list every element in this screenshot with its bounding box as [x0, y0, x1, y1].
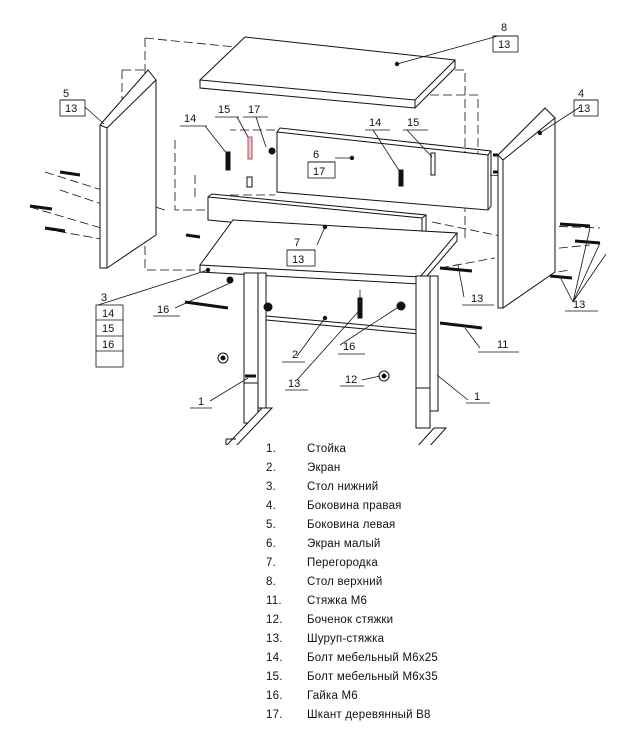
legend-name: Стол верхний [307, 576, 383, 588]
legend-number: 17. [266, 709, 283, 721]
bolt-15-right-icon [430, 152, 436, 176]
tie-rod-11-icon [439, 321, 483, 330]
callout-6: 6 [313, 149, 319, 161]
callout-15-left: 15 [218, 104, 230, 116]
legend-name: Боковина правая [307, 500, 402, 512]
callout-4-sub: 13 [578, 103, 590, 115]
callout-5: 5 [63, 88, 69, 100]
legend-item: 6. Экран малый [0, 538, 643, 556]
legend-item: 8. Стол верхний [0, 576, 643, 594]
legend-number: 11. [266, 595, 282, 607]
callout-8: 8 [501, 22, 507, 34]
nut-16-left-icon [263, 302, 273, 312]
callout-17: 17 [248, 104, 260, 116]
callout-labels: 8 13 5 13 4 13 14 15 17 6 17 14 15 7 13 … [63, 22, 590, 408]
legend-item: 11. Стяжка М6 [0, 595, 643, 613]
part-right-leg [415, 275, 448, 445]
legend-name: Болт мебельный М6х25 [307, 652, 438, 664]
callout-3-14: 14 [102, 308, 114, 320]
hardware [29, 136, 601, 382]
legend-item: 13. Шуруп-стяжка [0, 633, 643, 651]
legend-item: 3. Стол нижний [0, 481, 643, 499]
legend-item: 12. Боченок стяжки [0, 614, 643, 632]
legend-item: 7. Перегородка [0, 557, 643, 575]
bolt-15-left-icon [247, 136, 253, 160]
bolt-14-left-icon [225, 151, 231, 171]
part-screen [254, 314, 421, 335]
tie-rod-left-icon [184, 300, 229, 310]
callout-15-right: 15 [407, 117, 419, 129]
callout-16-left: 16 [157, 304, 169, 316]
legend-number: 6. [266, 538, 276, 550]
legend-number: 15. [266, 671, 283, 683]
assembly-diagram: 8 13 5 13 4 13 14 15 17 6 17 14 15 7 13 … [29, 22, 607, 445]
dowel-hole-icon [268, 147, 276, 155]
legend-item: 2. Экран [0, 462, 643, 480]
callout-frames [59, 35, 599, 409]
legend-number: 13. [266, 633, 283, 645]
legend-name: Боченок стяжки [307, 614, 394, 626]
part-small-screen [276, 127, 492, 211]
legend-number: 4. [266, 500, 276, 512]
dowel-17-icon [246, 176, 253, 188]
legend-item: 5. Боковина левая [0, 519, 643, 537]
legend-name: Шкант деревянный В8 [307, 709, 431, 721]
callout-7-sub: 13 [292, 254, 304, 266]
callout-3-16: 16 [102, 339, 114, 351]
part-left-side-panel [99, 69, 157, 269]
part-right-side-panel [493, 107, 556, 309]
callout-3: 3 [101, 292, 107, 304]
callout-5-sub: 13 [65, 103, 77, 115]
legend-number: 2. [266, 462, 276, 474]
legend-item: 1. Стойка [0, 443, 643, 461]
legend-item: 15. Болт мебельный М6х35 [0, 671, 643, 689]
legend-name: Стяжка М6 [307, 595, 368, 607]
legend-name: Стойка [307, 443, 347, 455]
callout-1-right: 1 [474, 391, 480, 403]
legend-number: 5. [266, 519, 276, 531]
legend-name: Перегородка [307, 557, 378, 569]
legend-name: Стол нижний [307, 481, 379, 493]
legend-name: Боковина левая [307, 519, 396, 531]
legend-number: 7. [266, 557, 276, 569]
nut-16-right-icon [396, 301, 406, 311]
callout-4: 4 [578, 88, 584, 100]
legend-name: Болт мебельный М6х35 [307, 671, 438, 683]
callout-3-15: 15 [102, 323, 114, 335]
legend-item: 17. Шкант деревянный В8 [0, 709, 643, 727]
part-left-leg [225, 272, 274, 445]
legend-number: 8. [266, 576, 276, 588]
callout-7: 7 [294, 237, 300, 249]
callout-13-far-right: 13 [573, 299, 585, 311]
callout-6-sub: 17 [313, 166, 325, 178]
callout-8-sub: 13 [498, 39, 510, 51]
callout-14-left: 14 [184, 113, 196, 125]
callout-1-left: 1 [198, 396, 204, 408]
legend-number: 3. [266, 481, 276, 493]
callout-16-right: 16 [343, 341, 355, 353]
legend-number: 12. [266, 614, 283, 626]
legend-number: 14. [266, 652, 283, 664]
part-upper-tabletop [198, 36, 457, 109]
legend-number: 1. [266, 443, 276, 455]
callout-11: 11 [497, 339, 508, 351]
callout-2: 2 [292, 349, 298, 361]
callout-12: 12 [345, 374, 357, 386]
legend-name: Гайка М6 [307, 690, 358, 702]
legend-name: Экран [307, 462, 341, 474]
callout-14-right: 14 [369, 117, 381, 129]
leader-lines [84, 35, 607, 402]
legend-name: Шуруп-стяжка [307, 633, 385, 645]
legend-item: 16. Гайка М6 [0, 690, 643, 708]
legend-item: 4. Боковина правая [0, 500, 643, 518]
legend-name: Экран малый [307, 538, 381, 550]
callout-13-right: 13 [471, 293, 483, 305]
bolt-14-right-icon [398, 169, 404, 187]
callout-13-bottom: 13 [288, 378, 300, 390]
legend-item: 14. Болт мебельный М6х25 [0, 652, 643, 670]
legend-number: 16. [266, 690, 283, 702]
